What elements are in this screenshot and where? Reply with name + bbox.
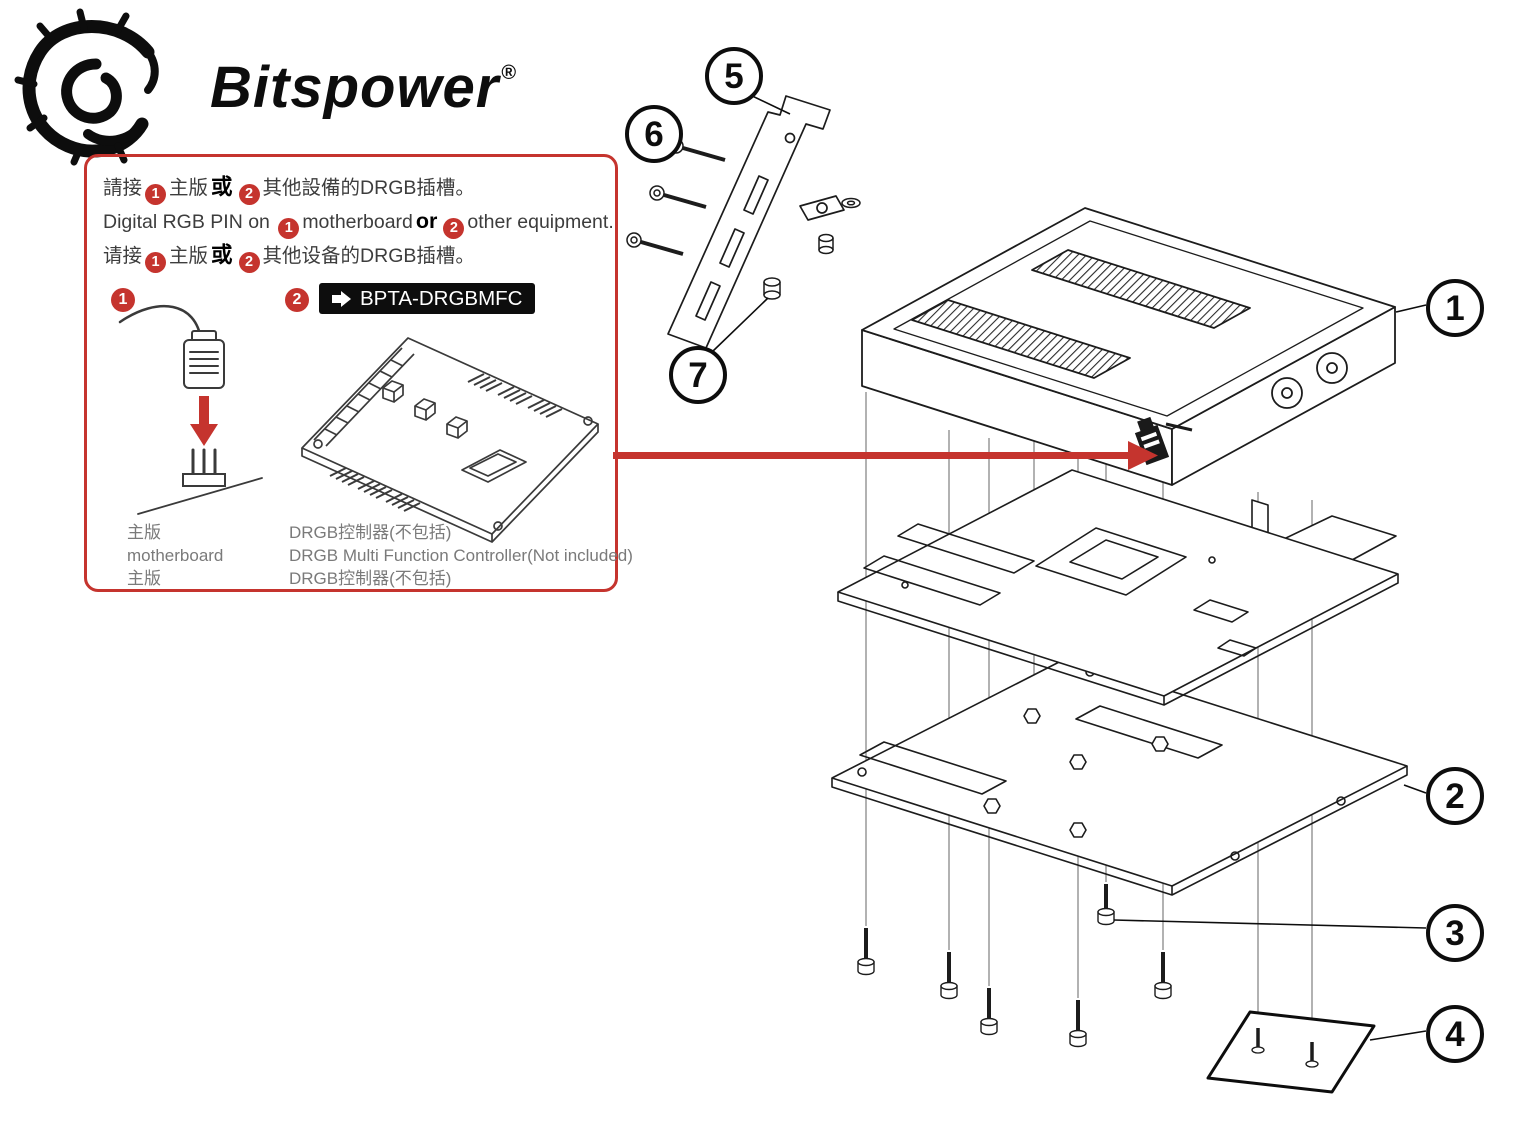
brand-name: Bitspower	[210, 55, 500, 120]
drgb-pointer-arrow	[613, 441, 1158, 470]
controller-model-label: BPTA-DRGBMFC	[360, 286, 523, 310]
caption-line: motherboard	[127, 546, 224, 565]
exploded-view	[613, 91, 1427, 1094]
badge-2-icon: 2	[238, 184, 260, 205]
caption-line: DRGB Multi Function Controller(Not inclu…	[289, 546, 633, 565]
badge-2-icon: 2	[443, 218, 465, 239]
callout-part-1: 1	[1426, 279, 1484, 337]
right-arrow-icon	[332, 290, 351, 307]
callout-part-2: 2	[1426, 767, 1484, 825]
drgb-controller-diagram	[301, 337, 599, 543]
text: motherboard	[302, 211, 413, 233]
small-plate-screws	[1251, 1028, 1319, 1068]
text: other equipment.	[467, 211, 614, 233]
standoffs	[763, 197, 861, 300]
caption-line: 主版	[127, 569, 161, 588]
callout-part-4: 4	[1426, 1005, 1484, 1063]
text: 請接	[103, 177, 143, 199]
callout-part-3: 3	[1426, 904, 1484, 962]
caption-line: DRGB控制器(不包括)	[289, 523, 452, 542]
badge-1-icon: 1	[145, 252, 167, 273]
leader-lines	[667, 91, 1427, 1041]
brand-header: Bitspower®	[20, 8, 517, 168]
mounting-screws	[857, 884, 1172, 1048]
brand-wordmark: Bitspower®	[210, 59, 517, 117]
text-bold: 或	[211, 243, 233, 267]
backplate	[831, 657, 1408, 896]
caption-line: DRGB控制器(不包括)	[289, 569, 452, 588]
text-bold: or	[415, 209, 438, 233]
backplate-nuts	[983, 708, 1169, 838]
controller-model-pill: BPTA-DRGBMFC	[319, 283, 536, 314]
callout-part-7: 7	[669, 346, 727, 404]
text: 主版	[169, 177, 209, 199]
motherboard-connector-diagram	[118, 304, 263, 515]
text: 请接	[103, 245, 143, 267]
caption-line: 主版	[127, 523, 161, 542]
bitspower-dragon-logo	[14, 8, 159, 166]
callout-part-5: 5	[705, 47, 763, 105]
option-2-caption: DRGB控制器(不包括) DRGB Multi Function Control…	[289, 521, 633, 590]
text: 主版	[169, 245, 209, 267]
water-block-top	[861, 207, 1396, 486]
option-1-caption: 主版 motherboard 主版	[127, 521, 223, 590]
text-bold: 或	[211, 175, 233, 199]
text: 其他设备的DRGB插槽。	[262, 245, 475, 267]
option-1-badge-icon: 1	[111, 288, 135, 312]
small-plate	[1206, 1010, 1376, 1094]
badge-1-icon: 1	[145, 184, 167, 205]
option-2-badge-icon: 2	[285, 288, 309, 312]
plug-direction-arrow	[190, 396, 218, 446]
logo-spacer	[20, 8, 192, 168]
callout-part-6: 6	[625, 105, 683, 163]
badge-2-icon: 2	[238, 252, 260, 273]
badge-1-icon: 1	[278, 218, 300, 239]
gpu-pcb	[837, 469, 1399, 706]
text: Digital RGB PIN on	[103, 211, 276, 233]
registered-mark: ®	[501, 62, 518, 84]
text: 其他設備的DRGB插槽。	[262, 177, 475, 199]
